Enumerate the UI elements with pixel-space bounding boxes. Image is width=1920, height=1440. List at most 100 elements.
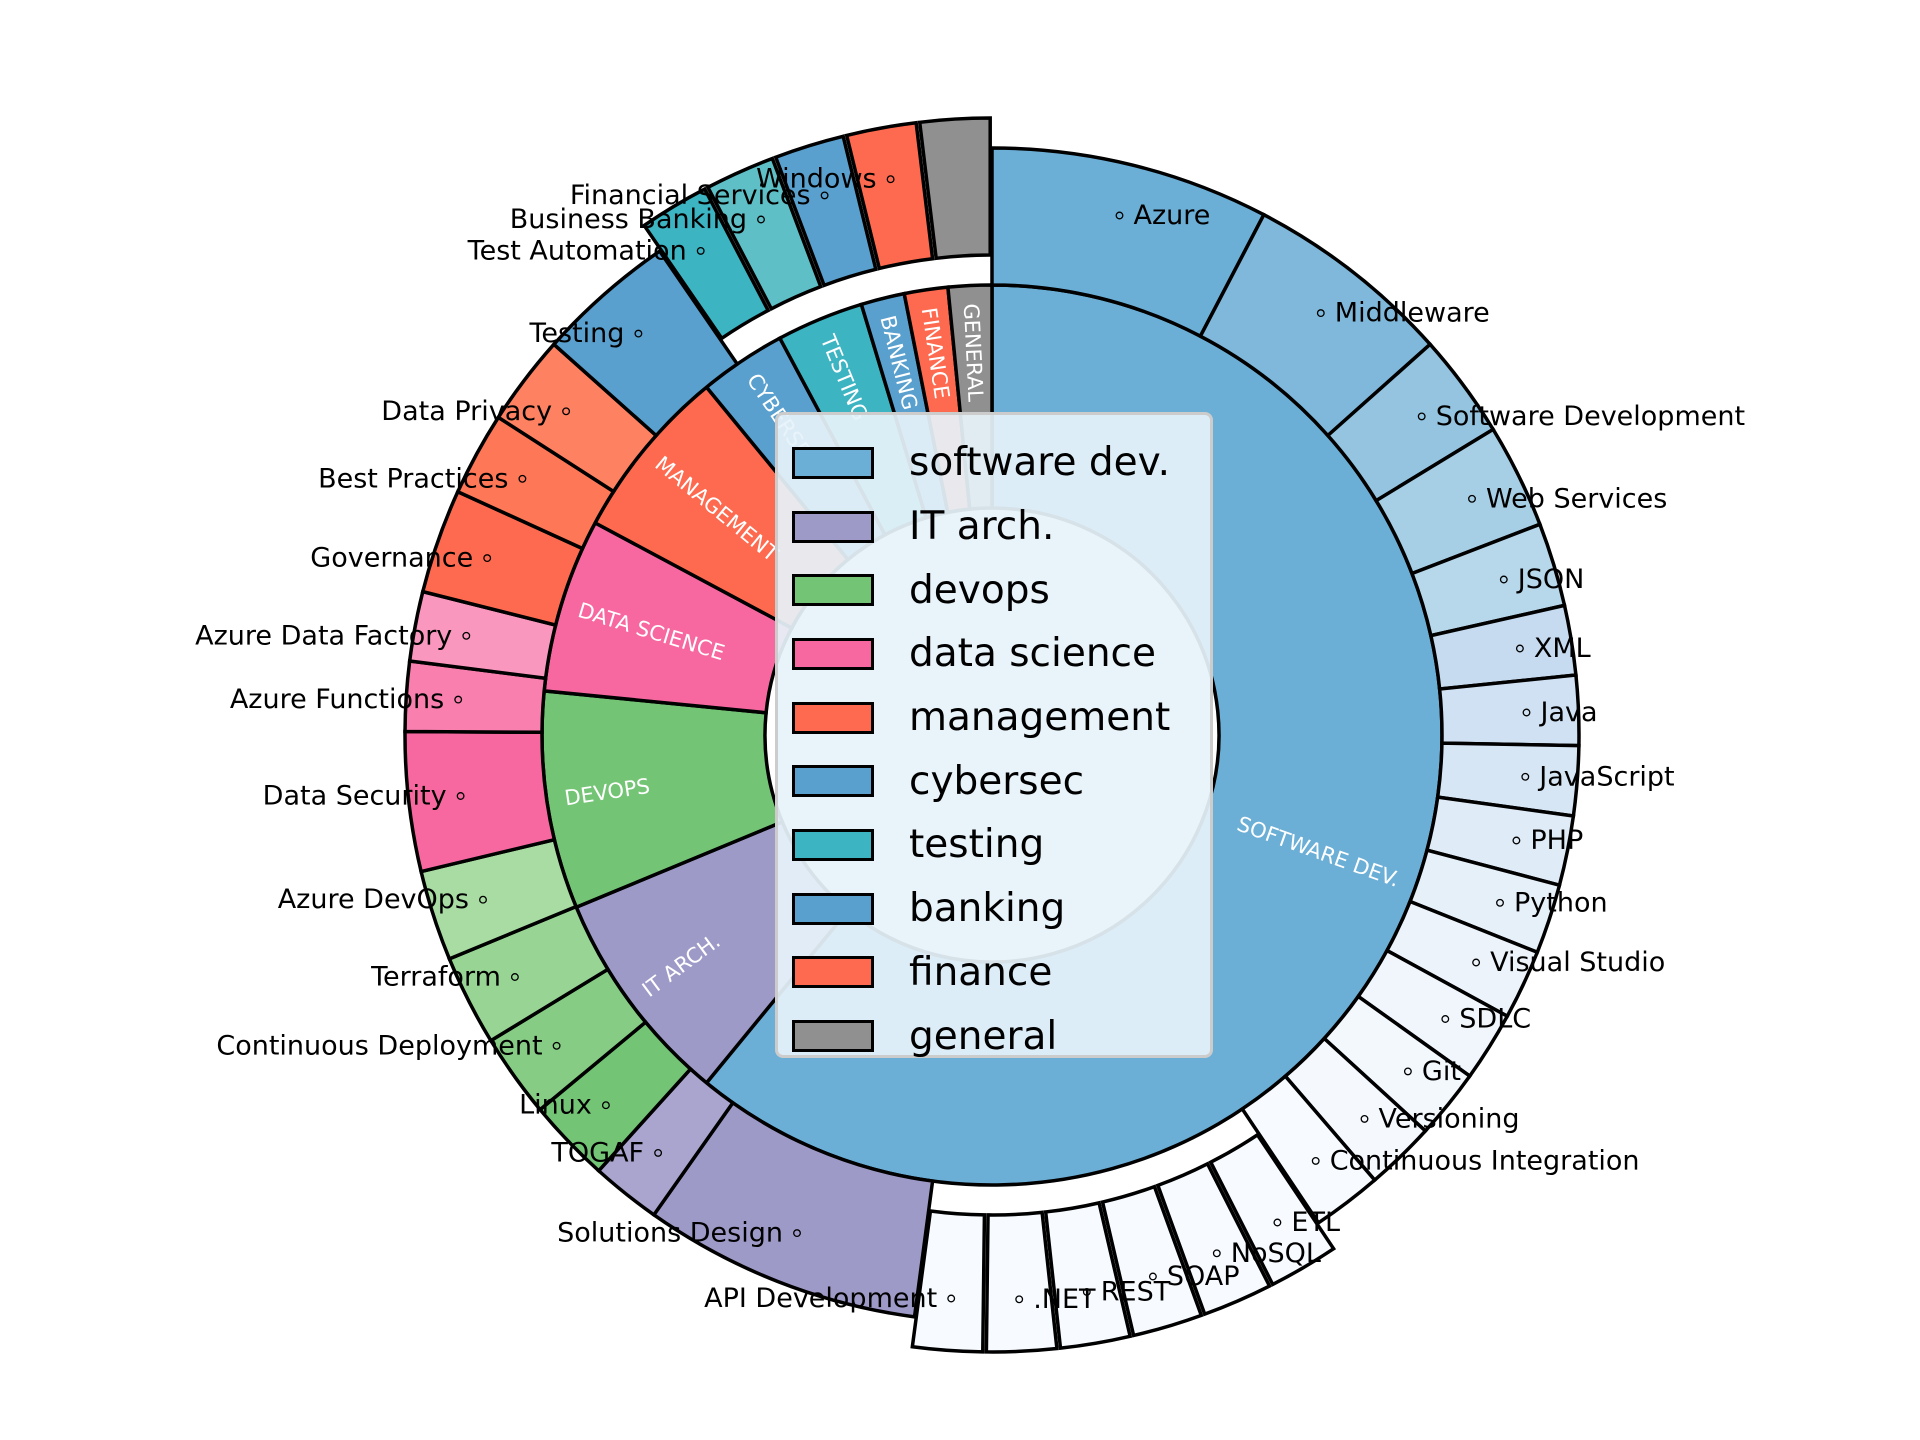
outer-label-git: Git xyxy=(1422,1056,1461,1087)
outer-label-rest: REST xyxy=(1101,1276,1171,1307)
outer-wedge-testing xyxy=(551,248,740,438)
legend: software dev. IT arch. devops data science m… xyxy=(775,412,1213,1059)
legend-item-cybersec: cybersec xyxy=(792,749,1210,813)
legend-swatch xyxy=(792,828,874,861)
outer-label-javascript: JavaScript xyxy=(1537,761,1674,792)
outer-marker-versioning xyxy=(1360,1114,1369,1123)
legend-label: IT arch. xyxy=(909,504,1055,550)
legend-label: devops xyxy=(909,567,1050,613)
outer-marker-azure-devops xyxy=(479,895,487,904)
outer-marker-json xyxy=(1499,575,1508,584)
outer-marker-continuous-integration xyxy=(1311,1156,1320,1165)
outer-marker-data-privacy xyxy=(562,407,571,416)
outer-wedge-nosql xyxy=(1155,1161,1272,1317)
outer-label-visual-studio: Visual Studio xyxy=(1490,947,1665,978)
outer-marker-business-banking xyxy=(757,215,765,224)
outer-wedge-unlabeled-38 xyxy=(917,116,992,261)
outer-marker-best-practices xyxy=(518,474,527,483)
outer-label-xml: XML xyxy=(1534,633,1591,664)
outer-marker-web-services xyxy=(1468,494,1476,503)
outer-label-nosql: NoSQL xyxy=(1231,1238,1321,1269)
outer-marker-net xyxy=(1015,1295,1024,1304)
legend-label: management xyxy=(909,695,1171,741)
outer-label-sdlc: SDLC xyxy=(1459,1004,1531,1035)
outer-label-etl: ETL xyxy=(1291,1207,1340,1238)
outer-wedge-windows xyxy=(844,120,935,271)
outer-marker-data-security xyxy=(456,792,465,800)
outer-marker-python xyxy=(1496,898,1504,907)
outer-marker-solutions-design xyxy=(793,1229,801,1238)
legend-label: banking xyxy=(909,886,1066,932)
outer-label-versioning: Versioning xyxy=(1379,1103,1520,1134)
legend-label: testing xyxy=(909,822,1045,868)
legend-label: software dev. xyxy=(909,440,1171,486)
outer-label-test-automation: Test Automation xyxy=(467,235,687,266)
outer-wedge-net xyxy=(984,1210,1059,1354)
outer-label-linux: Linux xyxy=(519,1090,592,1121)
outer-label-azure-functions: Azure Functions xyxy=(230,684,444,715)
outer-marker-azure-functions xyxy=(454,695,463,704)
outer-label-financial-services: Financial Services xyxy=(570,180,811,211)
outer-label-php: PHP xyxy=(1530,825,1583,856)
legend-swatch xyxy=(792,765,874,798)
inner-label-general: GENERAL xyxy=(959,303,988,403)
outer-label-data-security: Data Security xyxy=(263,781,447,812)
outer-marker-software-development xyxy=(1417,412,1426,421)
outer-marker-continuous-deployment xyxy=(552,1041,561,1050)
legend-swatch xyxy=(792,510,874,543)
outer-marker-togaf xyxy=(654,1148,663,1157)
outer-label-solutions-design: Solutions Design xyxy=(557,1218,783,1249)
outer-label-windows: Windows xyxy=(756,164,877,195)
outer-wedge-test-automation xyxy=(641,186,771,341)
outer-label-togaf: TOGAF xyxy=(550,1137,644,1168)
outer-wedge-rest xyxy=(1043,1200,1133,1351)
outer-label-java: Java xyxy=(1539,697,1598,728)
legend-swatch xyxy=(792,956,874,989)
outer-marker-rest xyxy=(1082,1287,1091,1296)
outer-label-json: JSON xyxy=(1516,564,1585,595)
outer-label-soap: SOAP xyxy=(1167,1261,1240,1292)
legend-swatch xyxy=(792,701,874,734)
legend-item-general: general xyxy=(792,1004,1210,1068)
outer-marker-git xyxy=(1403,1067,1412,1076)
outer-wedge-etl xyxy=(1208,1132,1337,1287)
outer-label-azure-data-factory: Azure Data Factory xyxy=(195,620,452,651)
outer-marker-azure xyxy=(1115,211,1124,220)
outer-label-azure: Azure xyxy=(1134,200,1211,231)
outer-marker-middleware xyxy=(1316,309,1325,318)
outer-marker-api-development xyxy=(947,1294,956,1303)
legend-item-data-science: data science xyxy=(792,622,1210,686)
legend-label: finance xyxy=(909,949,1053,995)
legend-item-testing: testing xyxy=(792,813,1210,877)
outer-label-software-development: Software Development xyxy=(1436,401,1745,432)
outer-marker-php xyxy=(1512,836,1521,845)
legend-label: general xyxy=(909,1013,1058,1059)
outer-label-api-development: API Development xyxy=(704,1283,937,1314)
legend-label: cybersec xyxy=(909,758,1085,804)
outer-label-web-services: Web Services xyxy=(1486,483,1667,514)
outer-marker-linux xyxy=(601,1101,610,1110)
outer-wedge-financial-services xyxy=(773,134,878,288)
outer-label-best-practices: Best Practices xyxy=(318,463,508,494)
outer-wedge-soap xyxy=(1100,1184,1204,1338)
legend-item-devops: devops xyxy=(792,558,1210,622)
outer-marker-azure-data-factory xyxy=(462,631,471,640)
outer-marker-terraform xyxy=(510,973,519,981)
outer-label-python: Python xyxy=(1514,887,1608,918)
legend-item-management: management xyxy=(792,686,1210,750)
outer-marker-javascript xyxy=(1521,772,1530,781)
outer-marker-test-automation xyxy=(696,246,705,255)
outer-label-middleware: Middleware xyxy=(1335,298,1490,329)
outer-marker-governance xyxy=(483,554,492,563)
outer-label-testing: Testing xyxy=(528,318,624,349)
outer-marker-soap xyxy=(1148,1272,1157,1281)
outer-label-net: .NET xyxy=(1033,1284,1096,1315)
legend-item-finance: finance xyxy=(792,941,1210,1005)
outer-marker-sdlc xyxy=(1441,1015,1450,1023)
outer-marker-windows xyxy=(886,175,895,184)
outer-marker-etl xyxy=(1273,1218,1282,1227)
outer-label-business-banking: Business Banking xyxy=(510,204,747,235)
outer-marker-testing xyxy=(634,329,643,338)
outer-marker-visual-studio xyxy=(1472,958,1481,967)
